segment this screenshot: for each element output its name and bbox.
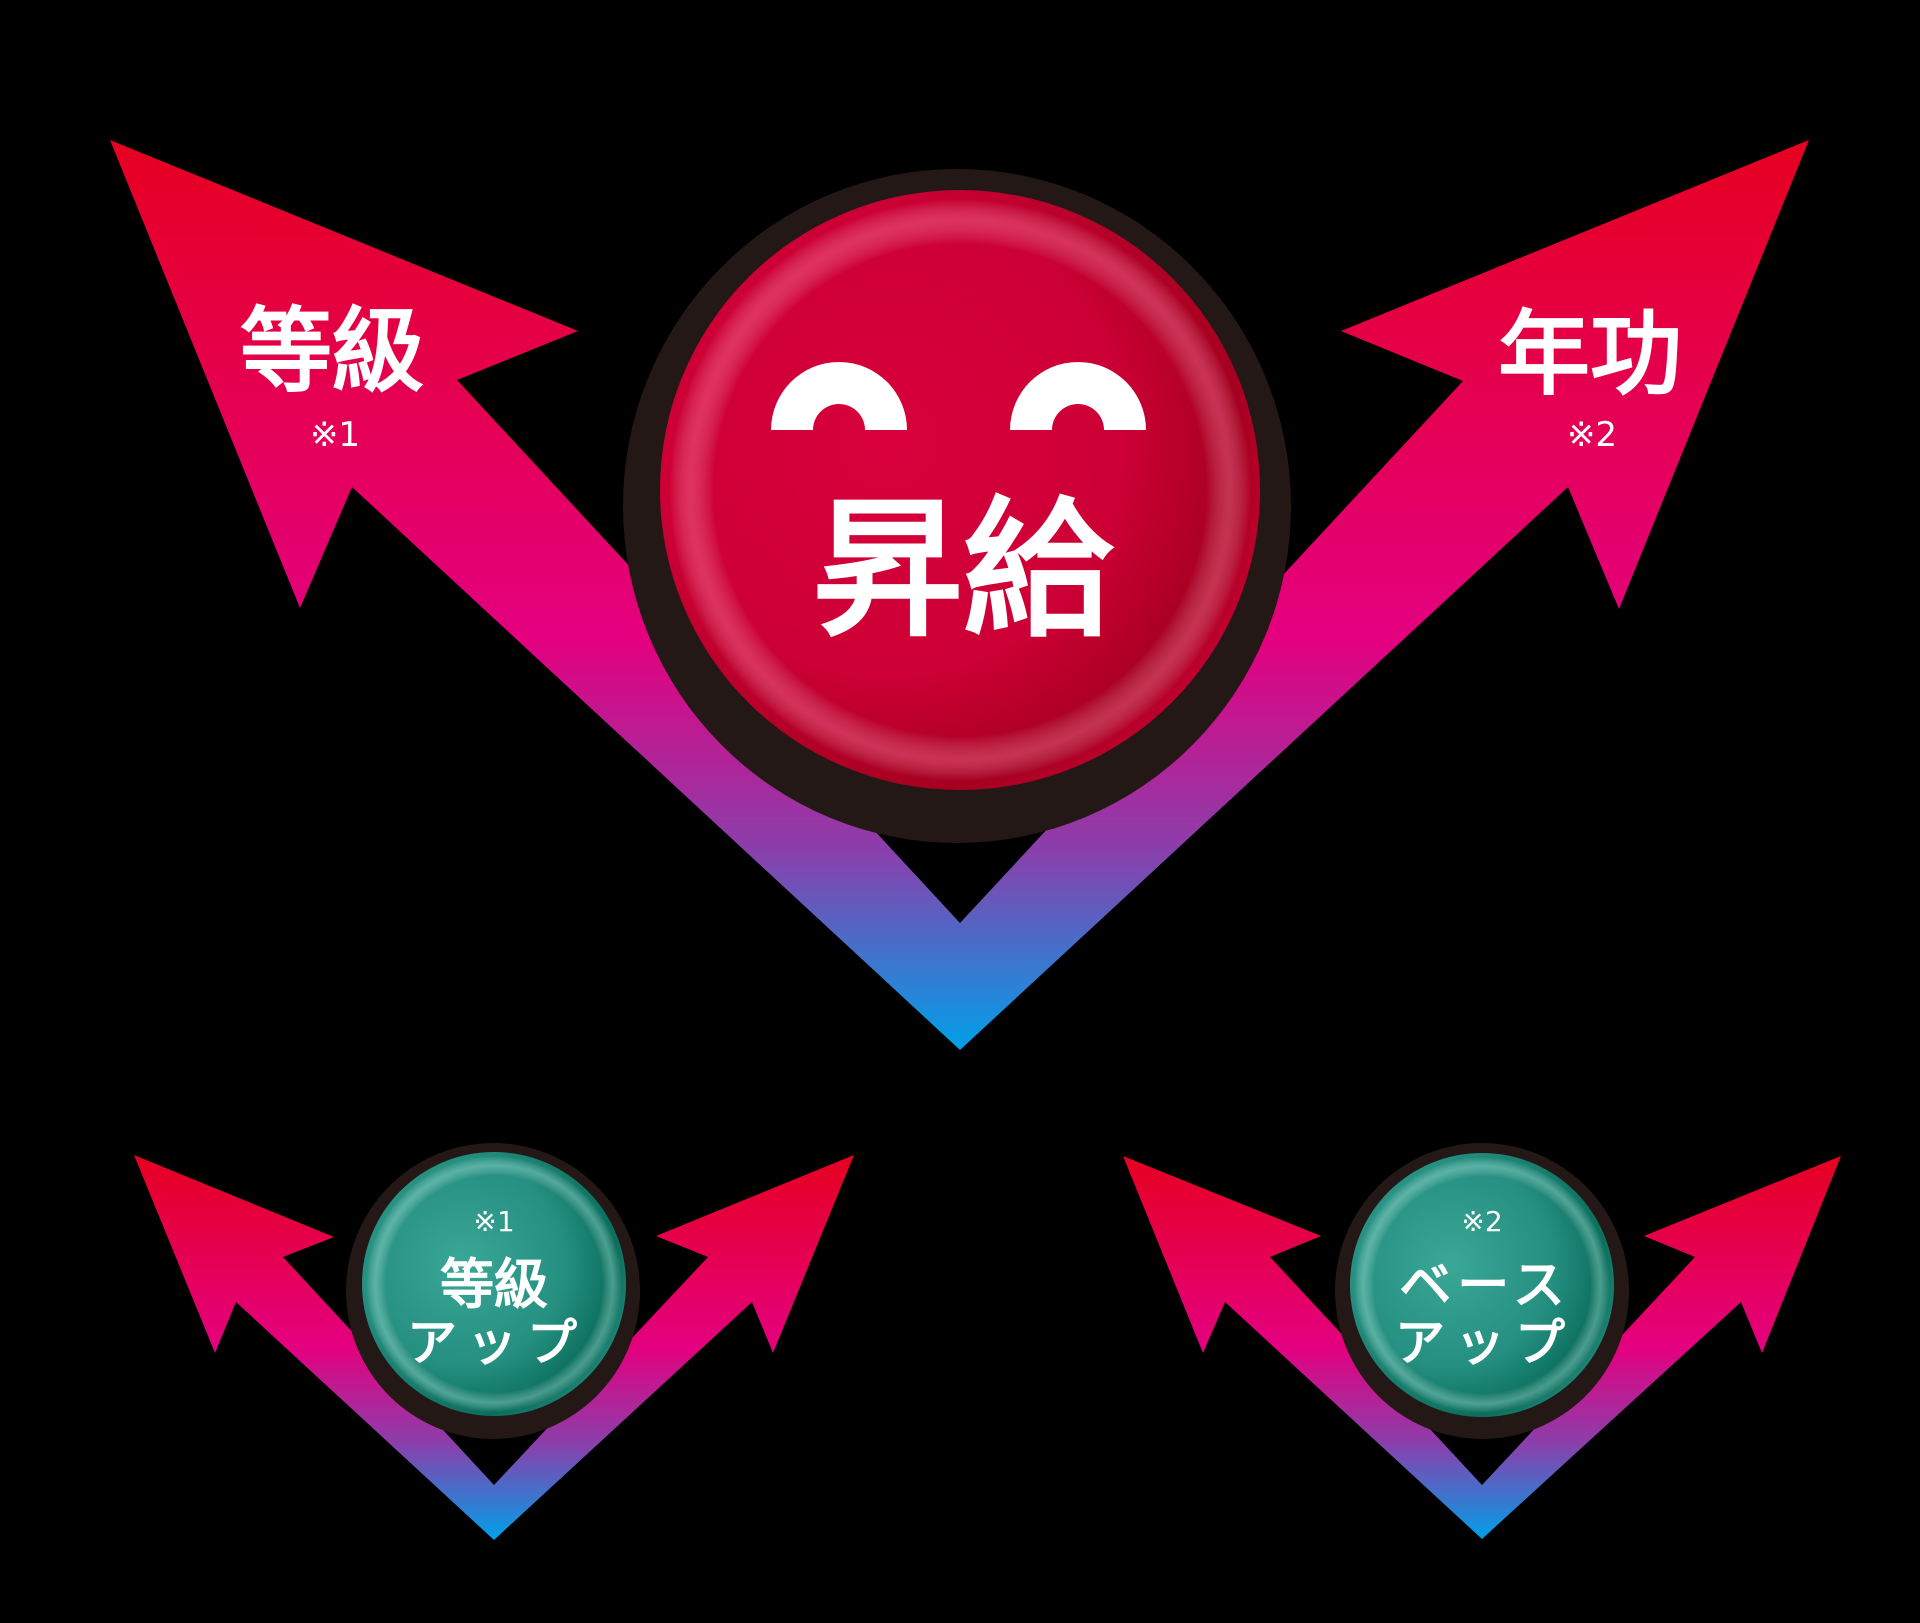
main-v-arrow-shape (110, 140, 1809, 1050)
right-arrow-label: 年功 (1498, 301, 1682, 408)
sub-label-line2: アップ (1395, 1314, 1575, 1372)
sub-label-line2: アップ (407, 1314, 587, 1372)
left-arrow-label: 等級 (240, 298, 424, 405)
left-arrow-note: ※1 (310, 415, 360, 455)
sub-diagram-base-up: ※2 ベース アップ (1123, 1143, 1841, 1539)
sub-note: ※1 (473, 1205, 514, 1238)
sub-ball-gloss (1350, 1153, 1614, 1417)
sub-v-arrow-shape (1123, 1156, 1841, 1539)
right-arrow-note: ※2 (1567, 415, 1617, 455)
main-center-label: 昇給 (813, 484, 1115, 658)
left-eye-icon (771, 362, 907, 430)
sub-diagram-grade-up: ※1 等級 アップ (134, 1143, 854, 1540)
sub-note: ※2 (1461, 1205, 1502, 1238)
main-ball-gloss (660, 190, 1260, 790)
sub-label-line1: ベース (1399, 1256, 1570, 1316)
sub-ball-gloss (362, 1152, 626, 1416)
sub-v-arrow-shape (134, 1155, 854, 1540)
main-salary-diagram: 昇給 等級 ※1 年功 ※2 (110, 140, 1809, 1050)
sub-label-line1: 等級 (440, 1253, 548, 1316)
right-eye-icon (1010, 362, 1146, 430)
